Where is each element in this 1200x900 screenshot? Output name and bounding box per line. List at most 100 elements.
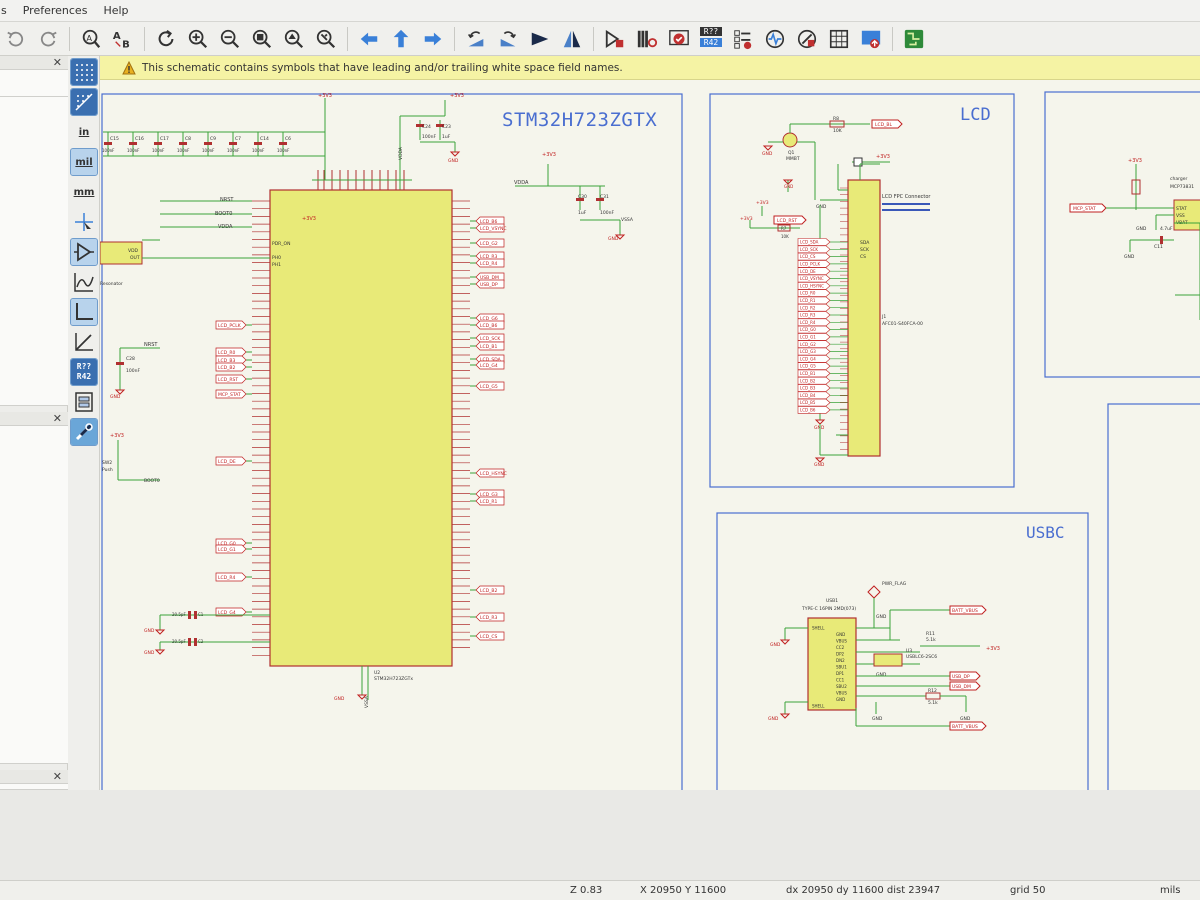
hidden-pins-button[interactable] [70, 88, 98, 116]
menu-item-file-partial[interactable]: s [1, 4, 7, 17]
net-label-text: LCD_G1 [218, 547, 236, 553]
vssa-net: VSSA [621, 217, 634, 223]
usb-pin-text: VBUS [836, 639, 847, 644]
annotate-button[interactable]: R?? R42 [697, 25, 725, 53]
simulator-button[interactable] [761, 25, 789, 53]
refresh-icon [158, 29, 174, 46]
cursor-style-button[interactable] [71, 209, 97, 235]
lcd-net-text: LCD_G4 [800, 356, 816, 361]
zoom-in-button[interactable] [184, 25, 212, 53]
open-pcb-editor-button[interactable] [900, 25, 928, 53]
units-inches-button[interactable]: in [71, 119, 97, 145]
mcu-top-pins: +3V3 [302, 170, 412, 222]
net-label: LCD_G5 [470, 381, 505, 391]
gnd-label: GND [110, 394, 121, 400]
annotate-tool-button[interactable]: R?? R42 [70, 358, 98, 386]
close-icon[interactable]: ✕ [52, 56, 62, 69]
lcd-rst-net: LCD_RST [777, 218, 797, 224]
refresh-button[interactable] [152, 25, 180, 53]
lcd-fpc-connector: LCD FPC Connector J1 AFC01-S40FCA-00 SDA… [814, 163, 931, 468]
lcd-net-label: LCD_G4 [797, 355, 848, 363]
mcu-value: STM32H723ZGTx [374, 676, 413, 682]
navigate-forward-button[interactable] [419, 25, 447, 53]
symbol-library-button[interactable] [633, 25, 661, 53]
rotate-cw-button[interactable] [494, 25, 522, 53]
gnd-label: GND [1124, 254, 1135, 260]
mcu-bottom: U2 STM32H723ZGTx GND VSSA [334, 666, 413, 708]
wire-45-icon [75, 333, 93, 351]
cap-value: 100nF [102, 148, 115, 153]
navigate-up-button[interactable] [387, 25, 415, 53]
graphics-mode-button[interactable] [71, 269, 97, 295]
lcd-net-text: LCD_R0 [800, 291, 816, 296]
usb-dp-net: USB_DP [952, 674, 970, 680]
hidden-pins-toggle-button[interactable] [70, 238, 98, 266]
cap-ref: C17 [160, 136, 169, 142]
menu-item-preferences[interactable]: Preferences [22, 4, 88, 17]
units-mm-button[interactable]: mm [71, 179, 97, 205]
net-label-text: LCD_R0 [218, 350, 235, 356]
mcu-pin-vdda: VDDA [218, 224, 233, 230]
menu-bar: s Preferences Help [0, 0, 1200, 22]
net-label: USB_DP [470, 279, 505, 289]
undo-button[interactable] [2, 25, 30, 53]
cap-value: 100nF [227, 148, 240, 153]
lcd-r7-val: 10K [781, 234, 789, 239]
info-message: This schematic contains symbols that hav… [142, 61, 623, 74]
esd-gnd: GND [876, 672, 887, 678]
assign-footprints-button[interactable] [793, 25, 821, 53]
zoom-selection-button[interactable] [312, 25, 340, 53]
annotate-tool-bottom: R42 [76, 372, 92, 381]
update-pcb-button[interactable] [857, 25, 885, 53]
sheet-border-usbc [716, 512, 1089, 790]
mirror-horizontal-button[interactable] [526, 25, 554, 53]
properties-button[interactable] [70, 418, 98, 446]
boot0-net: BOOT0 [144, 478, 160, 484]
update-symbols-button[interactable] [665, 25, 693, 53]
cap-value: 100nF [152, 148, 165, 153]
grid-dots-button[interactable] [70, 58, 98, 86]
net-label-text: LCD_R3 [480, 254, 497, 260]
erc-button[interactable] [729, 25, 757, 53]
zoom-in-icon [188, 29, 208, 48]
units-mm-label: mm [73, 186, 95, 198]
net-label: LCD_VSYNC [470, 223, 507, 233]
lcd-net-label: LCD_B6 [797, 406, 848, 414]
annotate-tool-top: R?? [76, 362, 92, 371]
close-icon[interactable]: ✕ [52, 412, 62, 425]
lcd-net-text: LCD_G3 [800, 349, 816, 354]
zoom-fit-button[interactable] [248, 25, 276, 53]
lcd-q1: Q1 [788, 150, 795, 156]
wire-90-button[interactable] [70, 298, 98, 326]
fpc-value: AFC01-S40FCA-00 [882, 321, 923, 327]
gnd-label: GND [608, 236, 619, 242]
mirror-vertical-button[interactable] [558, 25, 586, 53]
batt-vbus-net: BATT_VBUS [952, 608, 978, 614]
usb-pin-text: GND [836, 697, 845, 702]
units-mils-button[interactable]: mil [70, 148, 98, 176]
panel-divider [0, 96, 68, 97]
usb-pin-text: SHELL [812, 704, 825, 709]
hierarchy-navigator-button[interactable] [71, 389, 97, 415]
net-label-text: LCD_DE [218, 459, 236, 465]
zoom-out-button[interactable] [216, 25, 244, 53]
find-button[interactable]: A [77, 25, 105, 53]
toolbar-separator [347, 26, 348, 51]
lcd-net-label: LCD_G0 [797, 325, 848, 334]
zoom-objects-button[interactable] [280, 25, 308, 53]
net-label-text: LCD_G4 [480, 363, 498, 369]
menu-item-help[interactable]: Help [103, 4, 129, 17]
navigate-back-button[interactable] [355, 25, 383, 53]
close-icon[interactable]: ✕ [52, 770, 62, 783]
symbol-editor-button[interactable] [601, 25, 629, 53]
wire-45-button[interactable] [71, 329, 97, 355]
rotate-ccw-button[interactable] [462, 25, 490, 53]
bom-button[interactable] [825, 25, 853, 53]
fpc-title: LCD FPC Connector [882, 194, 931, 200]
redo-button[interactable] [34, 25, 62, 53]
